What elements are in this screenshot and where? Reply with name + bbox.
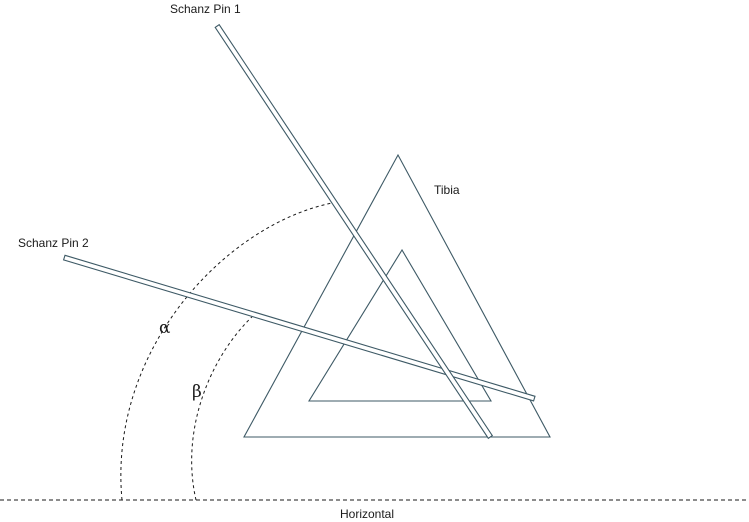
- tibia-label: Tibia: [434, 183, 460, 197]
- horizontal-label: Horizontal: [340, 507, 394, 521]
- schanz-pin-2-rod: [62, 254, 536, 402]
- beta-angle-arc: [191, 312, 257, 501]
- tibia-outer-triangle: [243, 153, 551, 438]
- beta-angle-label: β: [192, 382, 202, 402]
- schanz-pin-1-label: Schanz Pin 1: [170, 2, 241, 16]
- alpha-angle-label: α: [159, 318, 171, 338]
- schanz-pin-2-label: Schanz Pin 2: [18, 236, 89, 250]
- tibia-inner-triangle: [308, 248, 492, 402]
- alpha-angle-arc: [120, 202, 333, 501]
- schanz-pin-1-rod: [214, 23, 494, 440]
